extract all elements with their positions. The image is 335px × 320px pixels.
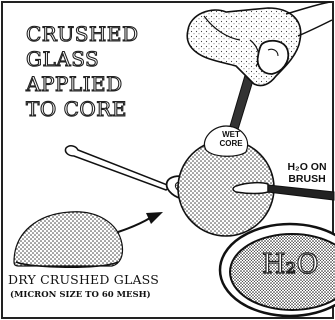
- arrow-icon: [118, 212, 163, 232]
- glass-pile-icon: [14, 212, 123, 267]
- water-dish-label: H₂O: [262, 249, 319, 280]
- title-line: GLASS: [26, 47, 166, 72]
- title-line: APPLIED: [26, 72, 166, 97]
- title-line: CRUSHED: [26, 22, 166, 47]
- title-label: CRUSHED GLASS APPLIED TO CORE: [26, 22, 166, 122]
- brush-line: H₂O ON: [279, 161, 335, 173]
- mesh-size-label: (MICRON SIZE TO 60 MESH): [10, 290, 151, 300]
- wet-core-line: WET: [213, 130, 249, 139]
- wet-core-line: CORE: [213, 139, 249, 148]
- brush-line: BRUSH: [279, 173, 335, 185]
- brush-label: H₂O ON BRUSH: [279, 161, 335, 185]
- title-line: TO CORE: [26, 97, 166, 122]
- dry-glass-label: DRY CRUSHED GLASS: [8, 272, 159, 287]
- wet-core-label: WET CORE: [213, 130, 249, 148]
